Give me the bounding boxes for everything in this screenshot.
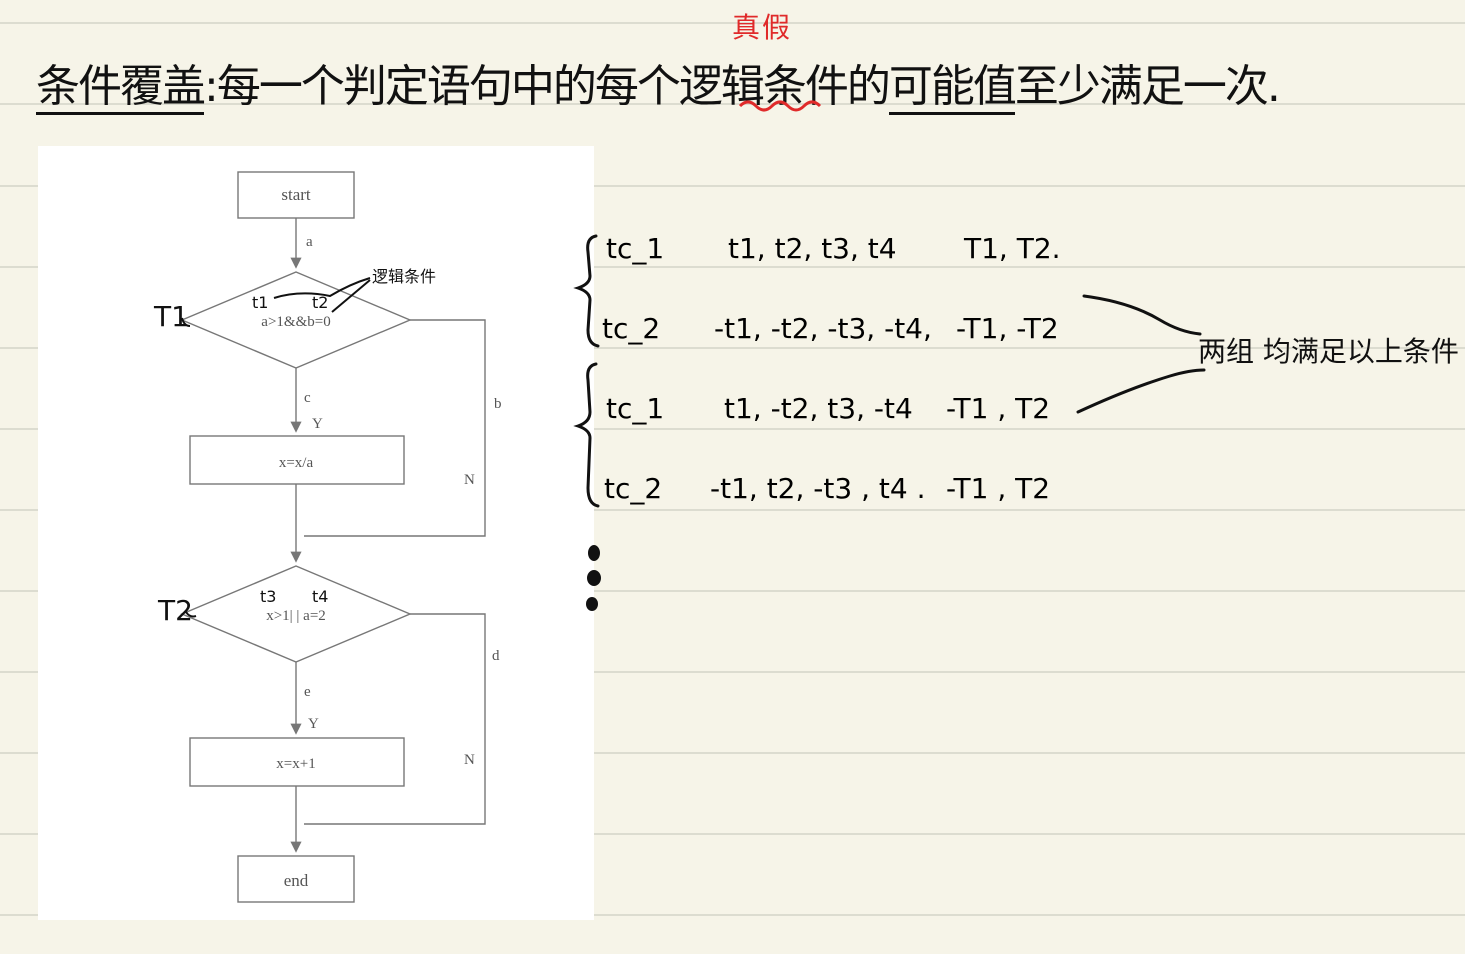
red-squiggle-underline — [738, 100, 822, 112]
test-case-conditions: t1, -t2, t3, -t4 — [724, 392, 913, 425]
T2-label: T2 — [158, 594, 193, 627]
edge-a-label: a — [306, 234, 313, 250]
brace-group-2 — [573, 362, 600, 508]
process-2-label: x=x+1 — [276, 756, 315, 772]
continuation-dot — [587, 570, 601, 586]
brace-group-1 — [573, 234, 600, 348]
definition-tail: 至少满足一次. — [1014, 61, 1281, 112]
test-case-name: tc_1 — [606, 232, 665, 265]
decision-1-label: a>1&&b=0 — [261, 314, 330, 330]
possible-values-emphasis: 可能值 — [888, 61, 1017, 115]
term-condition-coverage: 条件覆盖 — [36, 61, 206, 115]
logic-condition-annotation: 逻辑条件 — [372, 267, 436, 286]
test-case-name: tc_2 — [602, 312, 661, 345]
end-box — [237, 855, 355, 903]
test-case-decisions: T1, T2. — [964, 232, 1061, 265]
process-1-label: x=x/a — [279, 455, 314, 471]
edge-d-label: d — [492, 648, 500, 664]
yes-label-2: Y — [308, 716, 319, 732]
edge-e-label: e — [304, 684, 311, 700]
test-case-conditions: t1, t2, t3, t4 — [728, 232, 897, 265]
edge-b-label: b — [494, 396, 502, 412]
test-case-decisions: -T1 , T2 — [946, 472, 1051, 505]
flowchart-scan: start a>1&&b=0 x=x/a x>1| | a=2 x=x+1 en… — [38, 146, 594, 920]
no-label-2: N — [464, 752, 475, 768]
end-label: end — [284, 871, 309, 890]
edge-c-label: c — [304, 390, 311, 406]
connector-lower — [1076, 368, 1206, 414]
t4-annotation: t4 — [312, 587, 328, 606]
no-label-1: N — [464, 472, 475, 488]
test-case-conditions: -t1, -t2, -t3, -t4, — [714, 312, 932, 345]
test-case-decisions: -T1 , T2 — [946, 392, 1051, 425]
start-label: start — [281, 185, 311, 204]
test-case-decisions: -T1, -T2 — [956, 312, 1059, 345]
flowchart: start a>1&&b=0 x=x/a x>1| | a=2 x=x+1 en… — [180, 171, 502, 903]
test-case-conditions: -t1, t2, -t3 , t4 . — [710, 472, 926, 505]
t1-annotation: t1 — [252, 293, 268, 312]
yes-label-1: Y — [312, 416, 323, 432]
process-1-box — [189, 435, 405, 485]
test-case-name: tc_1 — [606, 392, 665, 425]
t3-annotation: t3 — [260, 587, 276, 606]
continuation-dot — [588, 545, 600, 561]
t2-annotation: t2 — [312, 293, 328, 312]
T1-label: T1 — [154, 300, 189, 333]
condition-coverage-definition: 条件覆盖:每一个判定语句中的每个逻辑条件的可能值至少满足一次. — [36, 50, 1281, 115]
true-false-note: 真假 — [732, 11, 793, 44]
test-case-name: tc_2 — [604, 472, 663, 505]
continuation-dot — [586, 597, 598, 611]
connector-upper — [1082, 294, 1202, 336]
process-2-box — [189, 737, 405, 787]
decision-2-label: x>1| | a=2 — [266, 608, 326, 624]
both-groups-note: 两组 均满足以上条件 — [1198, 335, 1459, 368]
